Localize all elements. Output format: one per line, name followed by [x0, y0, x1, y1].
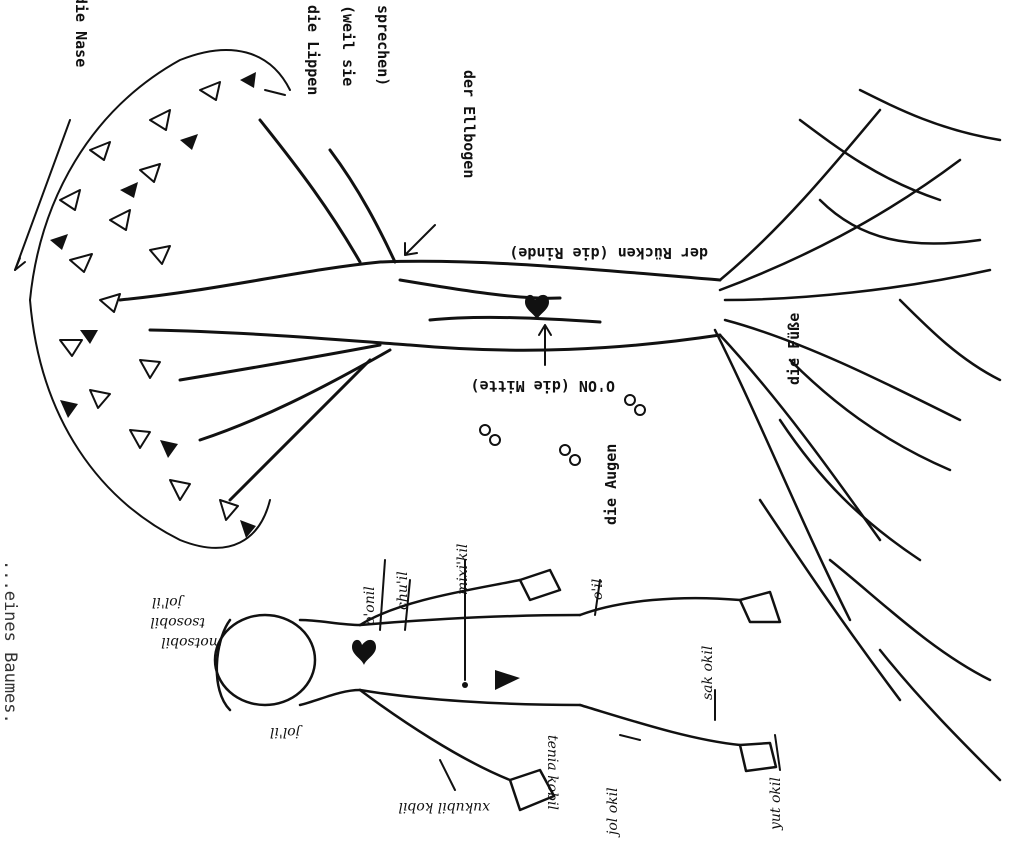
label-center: O'ON (die Mitte) [471, 377, 616, 395]
label-lips-2: (weil sie [339, 5, 357, 86]
label-lips-1: die Lippen [304, 5, 322, 95]
eye-knots [480, 395, 645, 465]
label-navel: mixi'kil [455, 544, 471, 595]
label-back: der Rücken (die Rinde) [509, 244, 708, 262]
human-figure [215, 570, 780, 810]
label-forehead: jol'il [152, 594, 182, 610]
label-ear: tsosobil [150, 614, 205, 630]
label-ankle: jol okil [605, 787, 621, 835]
label-hand: o'il [590, 579, 606, 600]
label-eyes: die Augen [602, 444, 620, 525]
label-breast: chu'il [395, 571, 411, 610]
label-feet: die Füße [785, 313, 803, 385]
figure-pubic [495, 670, 520, 690]
label-arm: xukubil kobil [398, 799, 490, 815]
page-title: ...eines Baumes. [0, 560, 20, 724]
label-head: jol'il [270, 724, 300, 740]
label-nose: die Nase [72, 0, 90, 67]
label-lips-3: sprechen) [374, 5, 392, 86]
label-hair: motsobil [161, 634, 222, 650]
figure-pointers [380, 560, 780, 790]
label-heart: o'onil [362, 586, 378, 625]
label-fingers: tenia kobil [544, 735, 560, 810]
trunk-heart [525, 295, 549, 320]
label-toes: yut okil [768, 777, 784, 830]
crown-dark-leaves [50, 72, 256, 538]
figure-navel [462, 682, 468, 688]
tree-trunk [120, 120, 720, 500]
tree-roots [715, 90, 1000, 780]
label-elbow: der Ellbogen [460, 70, 478, 178]
figure-heart [352, 640, 376, 665]
label-knee: sak okil [700, 646, 716, 700]
